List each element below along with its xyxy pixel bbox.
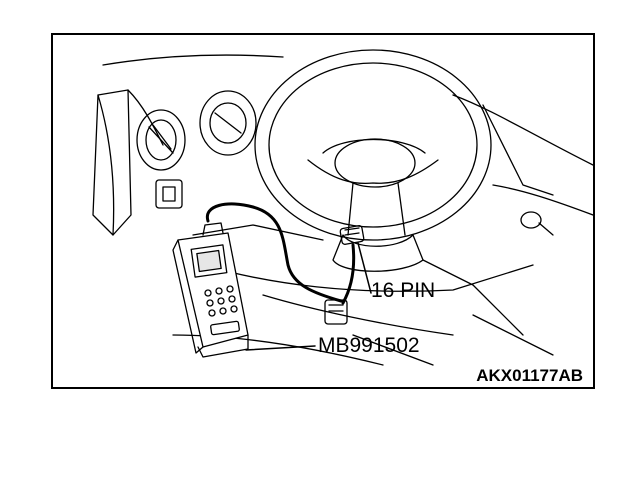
right-knob <box>520 211 554 236</box>
diagnosis-connector <box>339 225 365 245</box>
figure-code: AKX01177AB <box>476 366 583 385</box>
cable <box>341 243 356 305</box>
figure-frame: 16 PIN MB991502 AKX01177AB <box>51 33 595 389</box>
leader-16pin <box>357 242 372 294</box>
label-mb991502: MB991502 <box>318 334 420 357</box>
label-16-pin: 16 PIN <box>371 279 436 302</box>
air-vent-left <box>136 109 186 171</box>
dash-right-line <box>452 94 593 166</box>
dash-switch <box>155 179 183 209</box>
adapter-plug <box>324 299 348 325</box>
left-panel <box>92 89 132 236</box>
steering-wheel <box>254 49 492 241</box>
scan-tool-mb991502 <box>172 222 249 358</box>
dashboard-illustration <box>92 49 593 366</box>
dash-top-line <box>102 54 284 66</box>
air-vent-center <box>199 90 257 156</box>
leader-mb991502 <box>245 345 316 351</box>
